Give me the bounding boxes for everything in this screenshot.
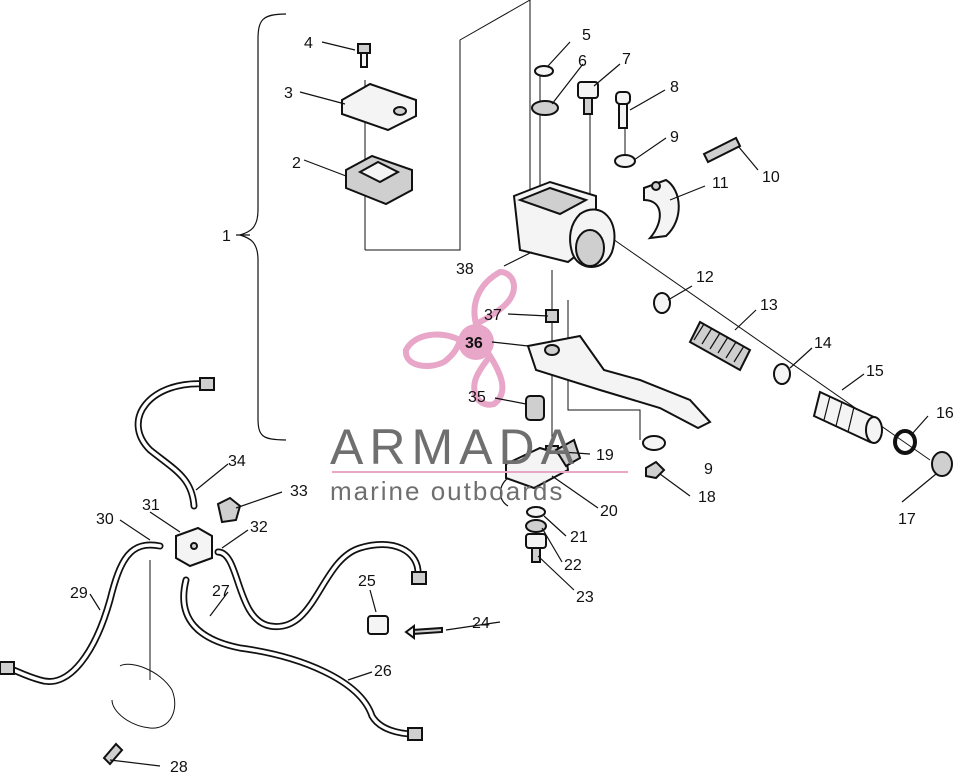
part-23-bolt: [525, 533, 547, 563]
part-36-brake-lever: [526, 334, 712, 430]
label-37: 37: [484, 307, 502, 324]
label-19: 19: [596, 447, 614, 464]
label-28: 28: [170, 759, 188, 774]
armada-logo: [403, 268, 517, 408]
label-2: 2: [292, 155, 301, 172]
label-34: 34: [228, 453, 246, 470]
logo-blade-top: [471, 268, 517, 329]
part-5-washer: [534, 65, 554, 77]
leader-lines: [89, 41, 937, 767]
label-25: 25: [358, 573, 376, 590]
label-6: 6: [578, 53, 587, 70]
label-29: 29: [70, 585, 88, 602]
part-13-spring: [688, 320, 752, 372]
label-5: 5: [582, 27, 591, 44]
label-35: 35: [468, 389, 486, 406]
part-10-screw: [702, 136, 742, 164]
part-24-pin: [404, 624, 443, 640]
label-14: 14: [814, 335, 832, 352]
part-16-o-ring: [893, 429, 917, 455]
part-35-spring: [525, 395, 545, 421]
logo-hub: [458, 324, 494, 360]
part-3-cover: [341, 82, 417, 132]
label-9a: 9: [670, 129, 679, 146]
label-31: 31: [142, 497, 160, 514]
part-22-washer: [525, 519, 547, 533]
part-9-washer: [614, 154, 636, 168]
part-12-washer: [653, 292, 671, 314]
label-21: 21: [570, 529, 588, 546]
label-13: 13: [760, 297, 778, 314]
label-38: 38: [456, 261, 474, 278]
label-22: 22: [564, 557, 582, 574]
label-15: 15: [866, 363, 884, 380]
part-9b-washer: [642, 435, 666, 451]
label-9b: 9: [704, 461, 713, 478]
label-23: 23: [576, 589, 594, 606]
assembly-brace: [237, 13, 287, 441]
part-11-clamp: [643, 178, 680, 240]
watermark-title: ARMADA: [330, 419, 580, 475]
logo-blade-left: [403, 331, 464, 369]
part-33-fitting: [216, 496, 242, 524]
label-11: 11: [712, 175, 729, 192]
hose-27-26: [180, 576, 423, 741]
part-31-junction-block: [175, 526, 213, 568]
part-6-seal: [531, 100, 559, 116]
part-14-washer: [773, 363, 791, 385]
hose-34: [134, 377, 215, 510]
part-15-piston: [812, 390, 883, 444]
logo-blade-bottom: [471, 350, 506, 408]
part-4-screw: [357, 43, 371, 68]
label-26: 26: [374, 663, 392, 680]
label-17: 17: [898, 511, 916, 528]
label-7: 7: [622, 51, 631, 68]
label-18: 18: [698, 489, 716, 506]
label-30: 30: [96, 511, 114, 528]
part-2-diaphragm: [345, 154, 413, 206]
part-38-master-cylinder: [512, 180, 616, 268]
hose-30-29: [0, 541, 164, 685]
label-8: 8: [670, 79, 679, 96]
label-33: 33: [290, 483, 308, 500]
watermark-subtitle: marine outboards: [330, 476, 564, 506]
part-28-bracket: [102, 560, 176, 766]
label-12: 12: [696, 269, 714, 286]
label-20: 20: [600, 503, 618, 520]
label-16: 16: [936, 405, 954, 422]
label-27: 27: [212, 583, 230, 600]
part-21-washer: [526, 506, 546, 518]
label-3: 3: [284, 85, 293, 102]
label-36: 36: [465, 335, 483, 352]
part-8-pin: [615, 91, 631, 129]
label-10: 10: [762, 169, 780, 186]
part-7-bolt: [577, 81, 599, 115]
label-1: 1: [222, 228, 231, 245]
label-24: 24: [472, 615, 490, 632]
part-25-switch: [367, 615, 389, 635]
part-17-cap: [931, 451, 953, 477]
label-4: 4: [304, 35, 313, 52]
hose-32: [214, 541, 427, 630]
label-32: 32: [250, 519, 268, 536]
